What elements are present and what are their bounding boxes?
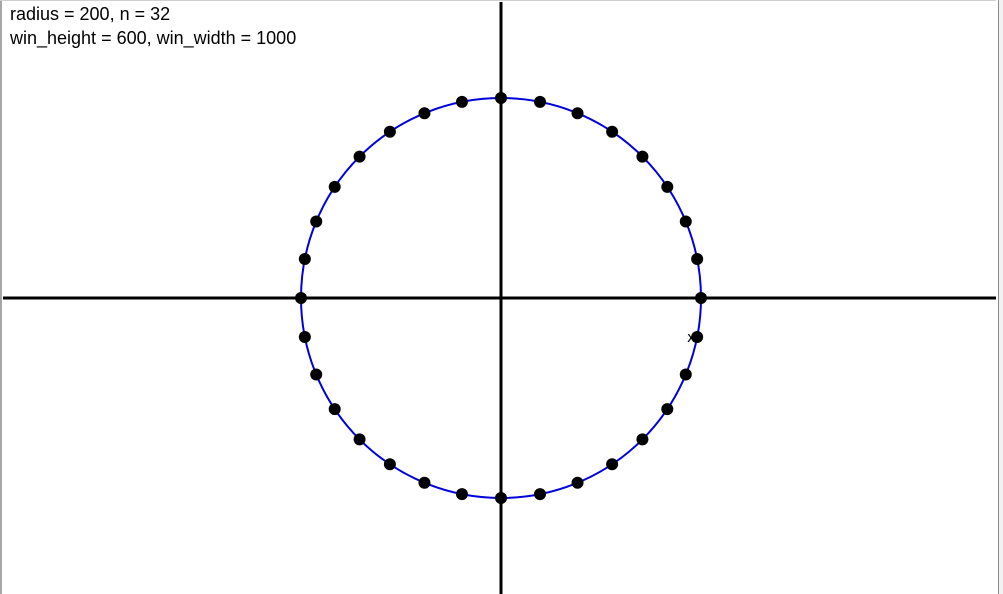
circle-point [636,433,649,446]
circle-point [310,215,323,228]
circle-point [298,331,311,344]
circle-point [691,331,704,344]
circle-point [695,292,707,304]
circle-point [495,492,507,504]
circle-point [571,476,584,489]
circle-point [534,95,547,108]
circle-point [455,488,468,501]
circle-point [353,433,366,446]
radius-n-label: radius = 200, n = 32 [10,4,171,24]
circle-point [571,107,584,120]
circle-point [606,458,619,471]
circle-point [679,368,692,381]
circle-point [298,252,311,265]
circle-points [295,92,707,504]
circle-point [679,215,692,228]
highlight-marker: x [687,330,695,346]
circle-point [353,150,366,163]
circle-point [661,180,674,193]
circle-point [328,403,341,416]
window-border-right[interactable] [996,0,1003,594]
window-border-left [0,0,2,594]
circle-point [495,92,507,104]
circle-point [661,403,674,416]
circle-point [383,458,396,471]
circle-point [295,292,307,304]
circle-point [418,107,431,120]
circle-point [455,95,468,108]
window-size-label: win_height = 600, win_width = 1000 [10,28,297,48]
circle-point [418,476,431,489]
circle-point [636,150,649,163]
circle-point [534,488,547,501]
circle-point [328,180,341,193]
circle-point [606,125,619,138]
circle-point [310,368,323,381]
circle-point [691,252,704,265]
highlight-x-marker: x [687,330,695,346]
window-border-top [0,0,1003,1]
circle-point [383,125,396,138]
